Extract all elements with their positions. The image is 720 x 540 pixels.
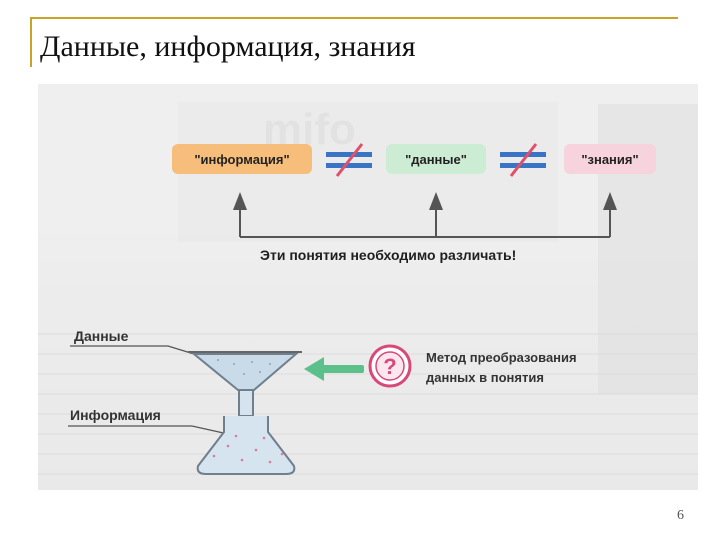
arrow-up-icon (429, 192, 443, 210)
question-mark-icon: ? (368, 344, 412, 388)
concept-label-information: "информация" (194, 152, 289, 167)
arrow-left-icon (304, 357, 364, 381)
not-equal-icon (326, 143, 372, 177)
concept-box-knowledge (564, 144, 656, 174)
leader-line-information (68, 425, 229, 435)
bracket-arrows (239, 208, 611, 238)
caption-distinguish: Эти понятия необходимо различать! (260, 247, 516, 263)
arrow-up-icon (233, 192, 247, 210)
figure-canvas: mifo "информация" "данные" "знания" (38, 84, 698, 475)
concept-label-data: "данные" (405, 152, 467, 167)
concept-box-data (386, 144, 486, 174)
funnel-flask-icon (188, 351, 302, 475)
method-label-line-1: Метод преобразования (426, 350, 577, 365)
concept-label-knowledge: "знания" (581, 152, 638, 167)
title-rule-left (30, 17, 32, 67)
page-number: 6 (677, 508, 684, 523)
svg-text:?: ? (383, 354, 396, 379)
arrow-up-icon (603, 192, 617, 210)
not-equal-icon (500, 143, 546, 177)
concepts-figure: mifo "информация" "данные" "знания" (38, 84, 698, 490)
concept-box-information (172, 144, 312, 174)
label-data: Данные (74, 328, 129, 344)
background-stripes (38, 333, 698, 475)
slide-title: Данные, информация, знания (40, 30, 416, 63)
title-rule-top (30, 17, 678, 19)
leader-line-data (70, 345, 195, 355)
method-label-line-2: данных в понятия (426, 370, 544, 385)
label-information: Информация (70, 407, 161, 423)
